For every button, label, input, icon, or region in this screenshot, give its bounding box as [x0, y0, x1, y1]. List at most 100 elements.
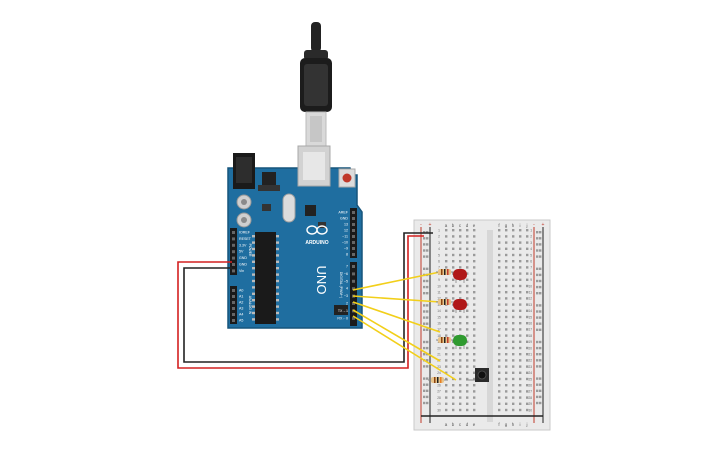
row-number: 12	[528, 297, 532, 301]
digital-pin-label: GND	[340, 217, 348, 221]
wires	[177, 232, 457, 381]
column-label: f	[498, 422, 500, 427]
red-led-2	[453, 299, 467, 313]
row-number: 13	[528, 303, 532, 307]
rail-sign: -	[533, 222, 535, 228]
column-label: b	[452, 223, 455, 228]
digital-pin-label: ~3	[344, 294, 348, 298]
row-number: 19	[528, 340, 532, 344]
power-pin-label: 3.3V	[239, 243, 247, 247]
row-number: 26	[528, 384, 532, 388]
resistor-2	[436, 299, 454, 305]
uno-model-text: UNO	[314, 266, 329, 295]
power-pin-label: IOREF	[239, 231, 251, 235]
row-number: 9	[438, 278, 440, 282]
signal-wire-1	[352, 271, 441, 291]
row-number: 24	[437, 371, 441, 375]
row-number: 15	[437, 315, 441, 319]
resistor-1	[436, 269, 454, 275]
row-number: 6	[438, 260, 440, 264]
row-number: 28	[528, 396, 532, 400]
digital-pin-label: TX→1	[338, 309, 348, 313]
arduino-logo: ARDUINO UNO	[305, 225, 329, 295]
row-number: 21	[528, 353, 532, 357]
row-number: 18	[528, 334, 532, 338]
row-number: 28	[437, 396, 441, 400]
column-label: c	[459, 422, 462, 427]
digital-pin-label: RX←0	[337, 316, 348, 320]
column-label: b	[452, 422, 455, 427]
digital-pin-label: 7	[346, 265, 348, 269]
row-number: 3	[438, 241, 440, 245]
column-label: i	[520, 422, 521, 427]
resistors	[428, 269, 454, 383]
row-number: 4	[530, 247, 532, 251]
digital-header-top	[350, 208, 357, 258]
digital-section-label: DIGITAL (PWM~)	[339, 272, 343, 298]
row-number: 10	[437, 284, 441, 288]
digital-header-bottom	[350, 262, 357, 326]
row-number: 11	[437, 291, 441, 295]
row-number: 11	[529, 291, 533, 295]
row-number: 2	[530, 235, 532, 239]
column-label: f	[498, 223, 500, 228]
signal-wire-5	[352, 315, 457, 381]
column-label: d	[466, 223, 469, 228]
row-number: 1	[530, 229, 532, 233]
signal-wire-3	[352, 301, 441, 333]
breadboard: aabbccddeeffgghhiijj11223344556677889910…	[413, 219, 551, 431]
row-number: 26	[437, 384, 441, 388]
row-number: 6	[530, 260, 532, 264]
row-number: 16	[437, 322, 441, 326]
rail-sign: -	[420, 222, 422, 228]
signal-wire-4	[352, 309, 441, 362]
red-led-1	[453, 269, 467, 283]
rail-sign: +	[429, 222, 432, 228]
analog-section-label: ANALOG IN	[248, 296, 252, 315]
analog-pin-label: A4	[239, 313, 243, 317]
row-number: 27	[528, 390, 532, 394]
power-pin-label: Vin	[239, 269, 244, 273]
row-number: 17	[437, 328, 441, 332]
green-led	[453, 335, 467, 349]
row-number: 29	[437, 402, 441, 406]
row-number: 17	[528, 328, 532, 332]
digital-pin-label: 12	[344, 229, 348, 233]
row-number: 12	[437, 297, 441, 301]
column-label: h	[512, 223, 515, 228]
digital-pin-label: ~5	[344, 279, 348, 283]
row-number: 14	[528, 309, 532, 313]
push-button[interactable]	[466, 368, 489, 382]
crystal	[282, 193, 296, 223]
digital-pin-label: 8	[346, 253, 348, 257]
column-label: g	[505, 223, 508, 228]
row-number: 16	[528, 322, 532, 326]
black-ground-wire	[183, 232, 433, 363]
row-number: 22	[528, 359, 532, 363]
row-number: 25	[528, 377, 532, 381]
rail-sign: +	[542, 222, 545, 228]
digital-pin-label: 2	[346, 302, 348, 306]
analog-pin-label: A2	[239, 301, 243, 305]
row-number: 23	[528, 365, 532, 369]
analog-header	[230, 286, 237, 324]
row-number: 27	[437, 390, 441, 394]
analog-pin-label: A5	[239, 319, 243, 323]
column-label: g	[505, 422, 508, 427]
row-number: 9	[530, 278, 532, 282]
row-number: 13	[437, 303, 441, 307]
digital-pin-label: 4	[346, 287, 348, 291]
row-number: 5	[438, 253, 440, 257]
analog-pin-label: A1	[239, 295, 243, 299]
resistor-4	[428, 377, 448, 383]
column-label: e	[473, 422, 476, 427]
row-number: 21	[437, 353, 441, 357]
power-pin-label: RESET	[239, 237, 252, 241]
usb-cable	[300, 22, 332, 147]
red-power-wire	[177, 235, 424, 369]
row-number: 30	[528, 408, 532, 412]
atmega-chip	[255, 232, 276, 324]
column-label: j	[526, 223, 528, 228]
column-label: e	[473, 223, 476, 228]
